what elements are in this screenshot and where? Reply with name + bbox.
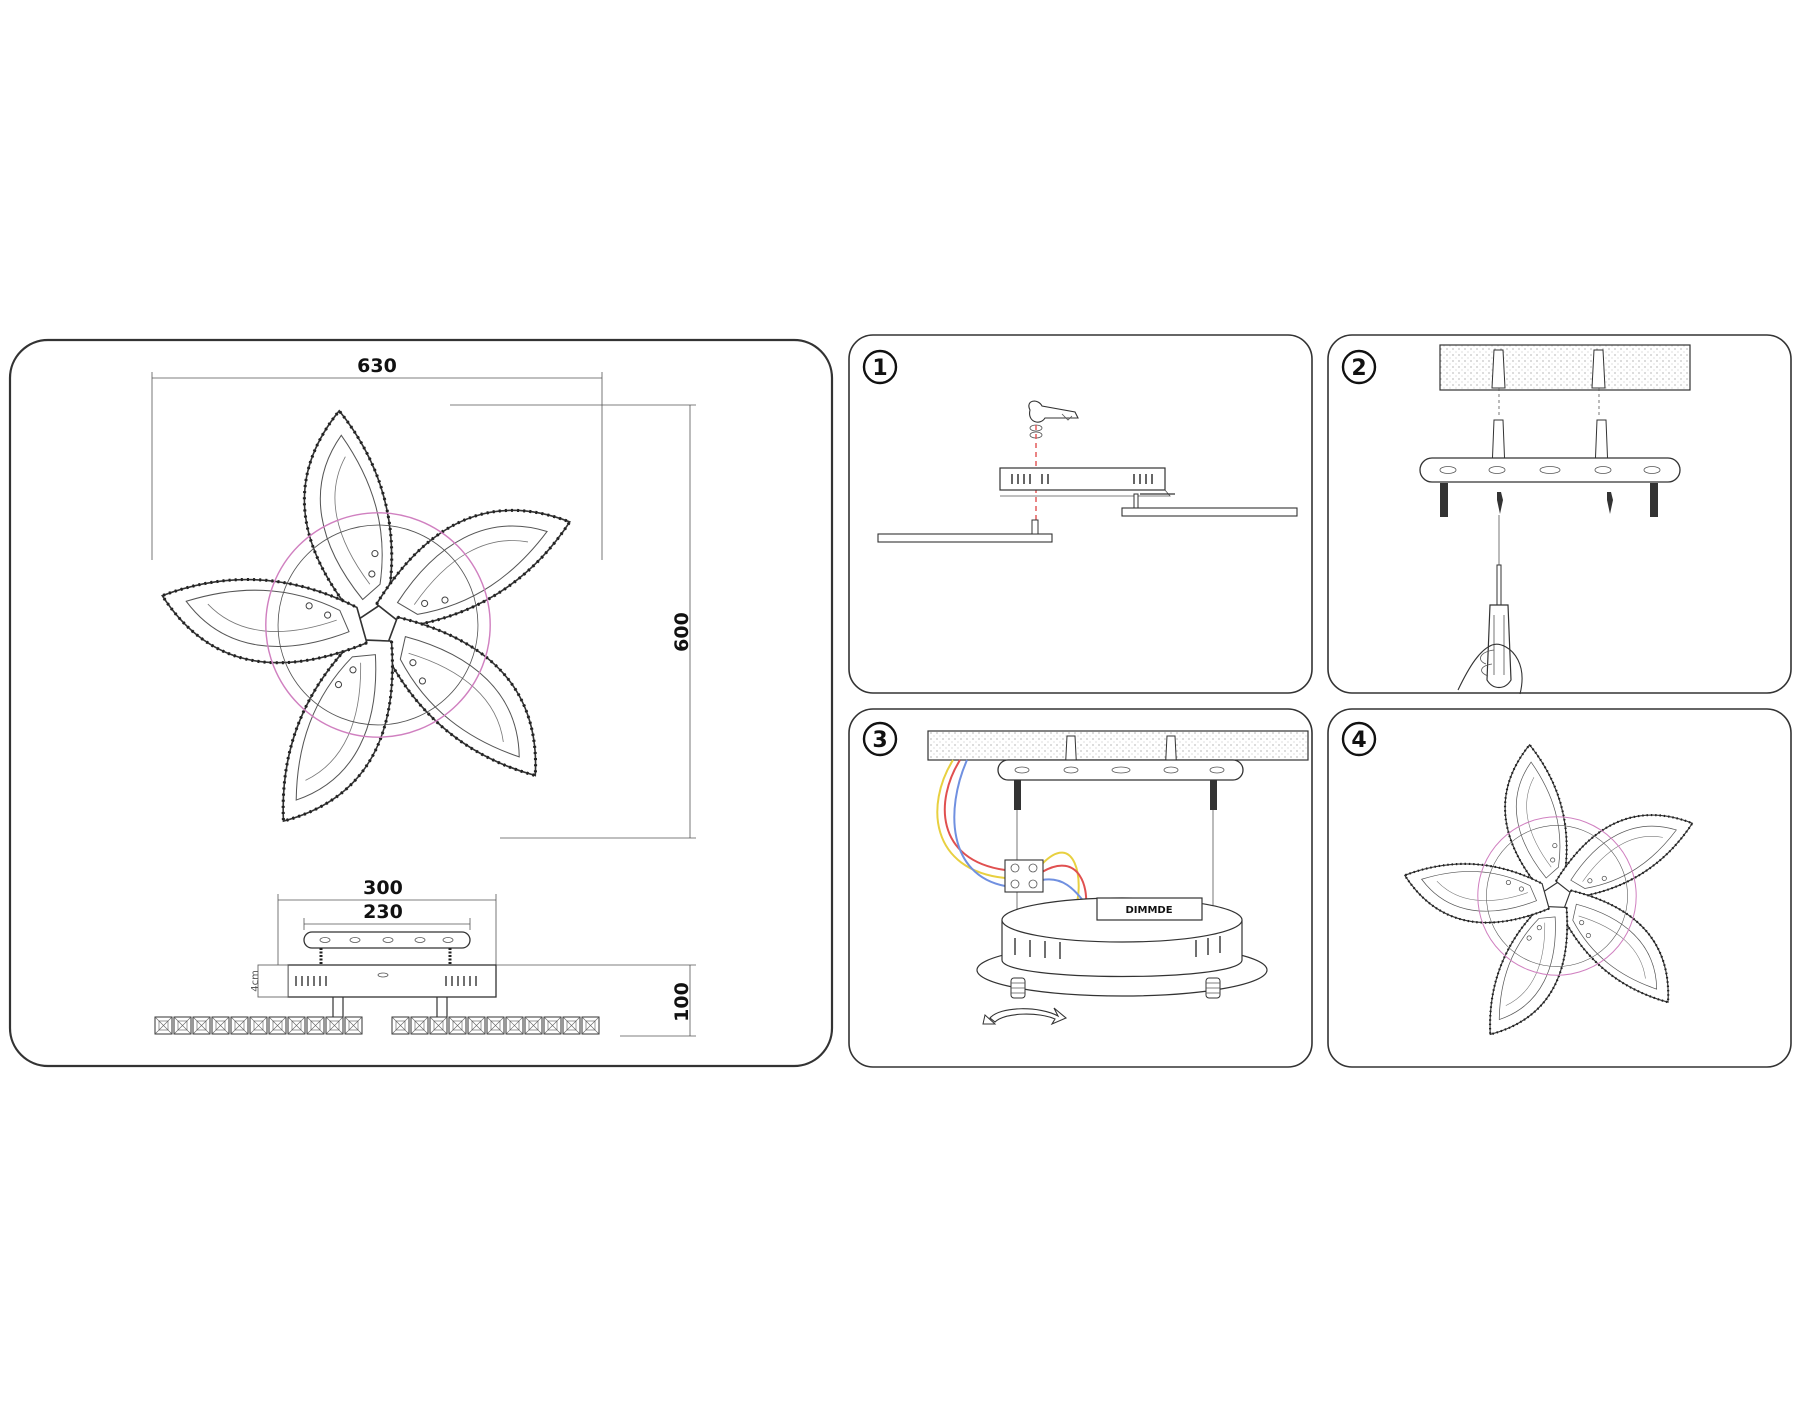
crystal [287, 1016, 306, 1035]
crystal [391, 1016, 410, 1035]
step-3-panel: 3 [848, 708, 1313, 1068]
step-1-panel: 1 [848, 334, 1313, 694]
width-dimension: 630 [151, 355, 603, 560]
crystal [467, 1016, 486, 1035]
crystal [448, 1016, 467, 1035]
depth-label: 100 [671, 982, 693, 1022]
step-4-panel: 4 [1327, 708, 1792, 1068]
crystal [344, 1016, 363, 1035]
crystal [410, 1016, 429, 1035]
step-4-number: 4 [1351, 728, 1366, 753]
plate-width-label: 230 [363, 901, 403, 923]
crystal [306, 1016, 325, 1035]
crystal [505, 1016, 524, 1035]
crystal [268, 1016, 287, 1035]
crystal [543, 1016, 562, 1035]
width-label: 630 [357, 355, 397, 377]
base-width-label: 300 [363, 877, 403, 899]
crystal [486, 1016, 505, 1035]
crystal [325, 1016, 344, 1035]
height-dimension: 600 [450, 404, 696, 839]
crystal [249, 1016, 268, 1035]
step-2-number: 2 [1351, 356, 1366, 381]
side-view-fixture: 300 230 4cm [154, 877, 696, 1037]
step-1-number: 1 [872, 356, 887, 381]
step-2-panel: 2 [1327, 334, 1792, 695]
crystal [192, 1016, 211, 1035]
driver-label: DIMMDE [1125, 905, 1172, 916]
gap-label: 4cm [250, 970, 261, 992]
crystal [173, 1016, 192, 1035]
crystal [154, 1016, 173, 1035]
step-3-number: 3 [872, 728, 887, 753]
crystal [230, 1016, 249, 1035]
crystal [562, 1016, 581, 1035]
crystal [524, 1016, 543, 1035]
height-label: 600 [671, 612, 693, 652]
crystal [211, 1016, 230, 1035]
crystal [581, 1016, 600, 1035]
crystal [429, 1016, 448, 1035]
